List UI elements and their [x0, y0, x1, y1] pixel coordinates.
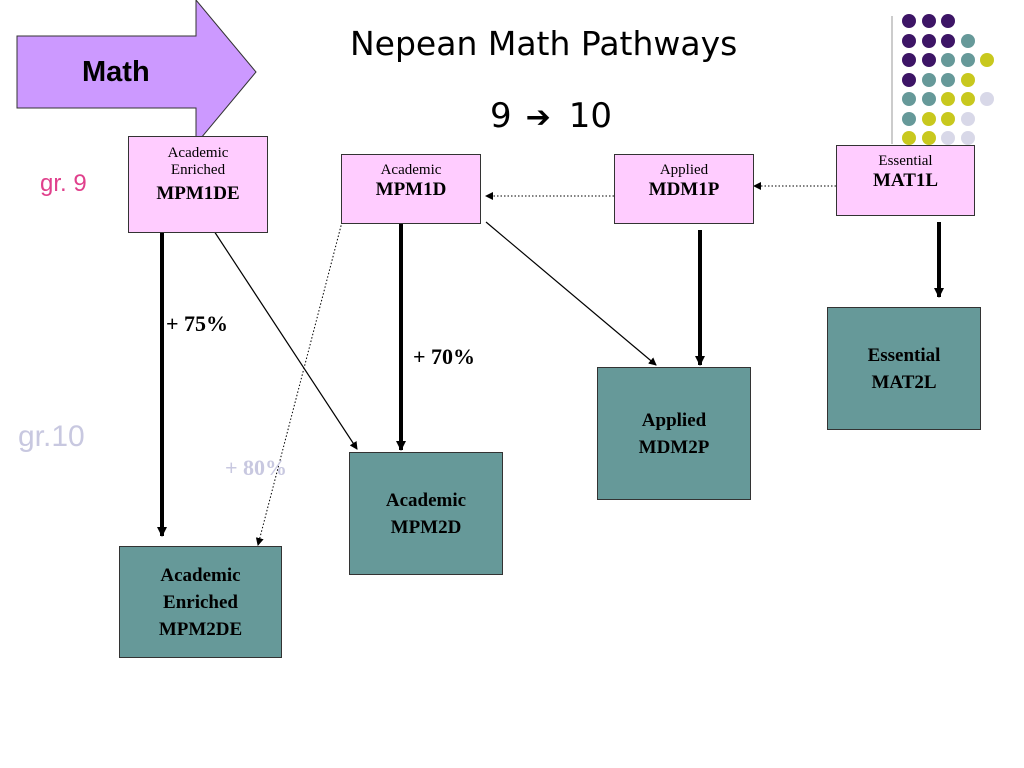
course-code: MPM2D [390, 516, 462, 538]
course-box-mdm2p: Applied MDM2P [597, 367, 751, 500]
decor-dot [960, 53, 975, 67]
decor-dot [941, 72, 955, 87]
decor-dot [902, 111, 916, 126]
course-type: Applied [641, 409, 707, 431]
course-box-mat1l: Essential MAT1L [836, 145, 975, 216]
decor-dot [960, 131, 975, 145]
page-title: Nepean Math Pathways [350, 24, 738, 63]
decor-dot [960, 72, 975, 87]
course-code: MPM2DE [158, 618, 243, 640]
decor-dot [960, 92, 975, 106]
decor-dot [902, 92, 916, 106]
decor-dot [921, 33, 936, 48]
course-box-mpm1de: Academic Enriched MPM1DE [128, 136, 268, 233]
course-box-mdm1p: Applied MDM1P [614, 154, 754, 224]
decor-dot [921, 72, 936, 87]
decor-dot [902, 53, 916, 67]
course-type: Essential [878, 153, 933, 169]
decor-dot [941, 14, 955, 28]
course-type: Applied [659, 162, 709, 178]
course-code: MDM1P [648, 179, 720, 200]
decor-dot [941, 33, 955, 48]
decor-dot [941, 111, 955, 126]
from-grade: 9 [490, 96, 512, 136]
decor-dot [902, 131, 916, 145]
course-box-mpm2de: Academic Enriched MPM2DE [119, 546, 282, 658]
decor-dot [921, 111, 936, 126]
arrow-mpm1de-to-mpm2d [213, 230, 358, 450]
course-box-mpm2d: Academic MPM2D [349, 452, 503, 575]
decor-dot [902, 72, 916, 87]
grade-transition-subtitle: 9 ➔ 10 [490, 96, 612, 136]
course-type: Academic [380, 162, 442, 178]
decor-dot [921, 92, 936, 106]
decor-dot [902, 33, 916, 48]
course-code: MPM1D [375, 179, 447, 200]
decor-dot [902, 14, 916, 28]
decor-dot [960, 111, 975, 126]
decor-dot [980, 53, 994, 67]
course-box-mat2l: Essential MAT2L [827, 307, 981, 430]
math-arrow-label: Math [82, 56, 150, 88]
course-type: Academic Enriched [167, 145, 229, 178]
decor-dot [941, 92, 955, 106]
decor-dot [921, 14, 936, 28]
requirement-mpm1de-to-mpm2de: + 75% [166, 311, 229, 336]
course-code: MPM1DE [156, 183, 240, 204]
decor-dot [960, 33, 975, 48]
grade-9-label: gr. 9 [40, 170, 87, 197]
course-code: MDM2P [638, 436, 710, 458]
to-grade: 10 [568, 96, 613, 136]
requirement-mpm1d-to-mpm2de: + 80% [225, 455, 288, 480]
course-type: Academic [385, 489, 467, 511]
course-type-line2: Enriched [163, 591, 238, 613]
arrow-mpm1d-to-mdm2p [485, 221, 657, 366]
grade-10-label: gr.10 [18, 420, 85, 453]
course-type: Essential [867, 344, 941, 366]
decor-dot [941, 131, 955, 145]
course-code: MAT2L [871, 371, 937, 393]
decor-dot [980, 92, 994, 106]
course-box-mpm1d: Academic MPM1D [341, 154, 481, 224]
math-arrow-shape [16, 0, 257, 146]
decor-dot [921, 53, 936, 67]
requirement-mpm1d-to-mpm2d: + 70% [413, 344, 476, 369]
right-arrow-icon: ➔ [525, 100, 551, 135]
arrow-mpm1d-to-mpm2de [255, 221, 343, 546]
course-code: MAT1L [872, 170, 939, 191]
course-type-line1: Academic [160, 564, 241, 586]
decor-dot [921, 131, 936, 145]
decor-dot [941, 53, 955, 67]
